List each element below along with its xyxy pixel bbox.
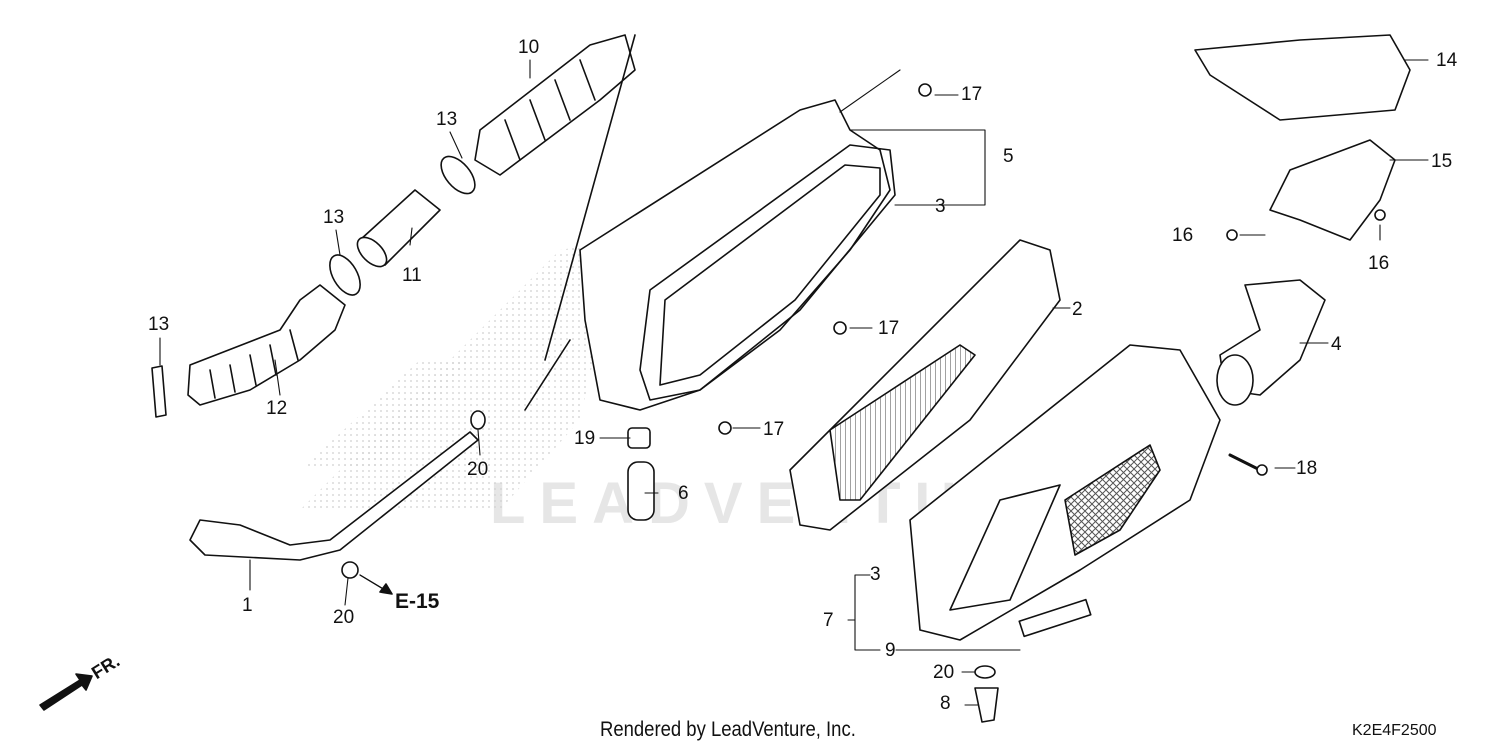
callout-4: 4: [1331, 334, 1342, 355]
front-direction-arrow: [39, 673, 93, 711]
clamp-13-mid: [329, 254, 361, 296]
watermark-wing-2: [300, 360, 470, 470]
callout-19: 19: [574, 428, 596, 449]
bolt-17-c: [718, 421, 732, 435]
callout-16-left: 16: [1172, 225, 1194, 246]
callout-15: 15: [1431, 151, 1453, 172]
callout-1: 1: [242, 595, 253, 616]
callout-17-bottom: 17: [763, 419, 785, 440]
tube-6: [627, 461, 655, 521]
callout-18: 18: [1296, 458, 1318, 479]
bolt-17-a: [918, 83, 932, 97]
callout-8: 8: [940, 693, 951, 714]
clip-20-a: [470, 410, 486, 430]
bolt-16-b: [1374, 209, 1386, 221]
clip-20-c: [974, 665, 996, 679]
bolt-18: [1228, 453, 1262, 472]
callout-2: 2: [1072, 299, 1083, 320]
gasket-3-upper: [639, 144, 896, 401]
callout-16-right: 16: [1368, 253, 1390, 274]
joint-8: [974, 687, 999, 723]
callout-13-left: 13: [148, 314, 170, 335]
callout-3-upper: 3: [935, 196, 946, 217]
callout-17-top: 17: [961, 84, 983, 105]
cover-15: [1269, 139, 1396, 241]
callout-6: 6: [678, 483, 689, 504]
callout-9: 9: [885, 640, 896, 661]
callout-12: 12: [266, 398, 288, 419]
callout-7: 7: [823, 610, 834, 631]
callout-14: 14: [1436, 50, 1458, 71]
bolt-17-b: [833, 321, 847, 335]
drain-hose-1: [189, 431, 479, 561]
callout-17-mid: 17: [878, 318, 900, 339]
clamp-13-upper: [440, 155, 476, 195]
callout-20-b: 20: [333, 607, 355, 628]
callout-5: 5: [1003, 146, 1014, 167]
clip-20-b: [341, 561, 359, 579]
inlet-duct-10: [474, 34, 636, 176]
cover-14: [1194, 34, 1411, 121]
clamp-13-left: [151, 365, 167, 418]
upper-case-5: [579, 99, 891, 411]
callout-3-lower: 3: [870, 564, 881, 585]
footer-credit: Rendered by LeadVenture, Inc.: [600, 718, 856, 741]
bolt-16-a: [1226, 229, 1238, 241]
cap-19: [627, 427, 651, 449]
intake-duct-12: [187, 284, 346, 406]
callout-20-c: 20: [933, 662, 955, 683]
reference-label-e15[interactable]: E-15: [395, 590, 440, 613]
callout-10: 10: [518, 37, 540, 58]
callout-13-mid: 13: [323, 207, 345, 228]
cover-9: [1018, 598, 1092, 638]
diagram-code: K2E4F2500: [1352, 722, 1437, 739]
callout-20-a: 20: [467, 459, 489, 480]
lower-case-7: [909, 344, 1221, 641]
callout-11: 11: [402, 265, 422, 286]
callout-13-upper: 13: [436, 109, 458, 130]
